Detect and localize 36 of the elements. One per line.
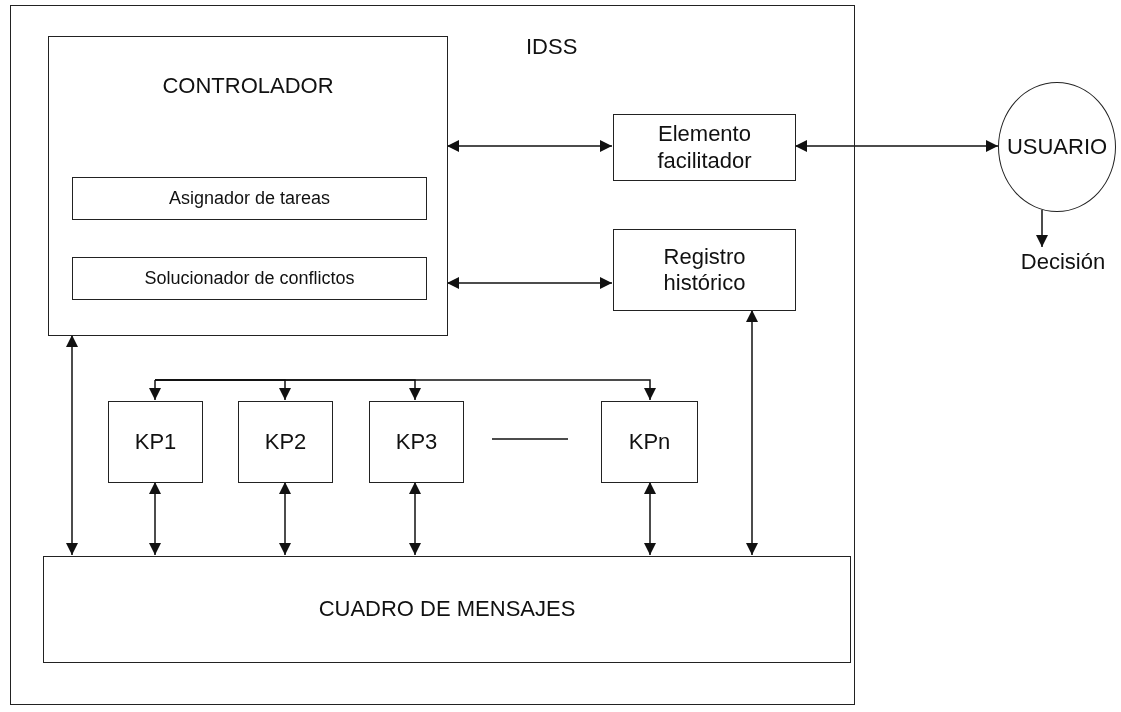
box-label: Registro histórico <box>662 243 747 297</box>
box-label: KP3 <box>395 428 438 456</box>
process-box <box>613 114 796 181</box>
connector-arrow <box>66 334 78 556</box>
system-boundary-box <box>10 5 855 705</box>
box-label: Solucionador de conflictos <box>144 267 355 290</box>
box-label: KP1 <box>134 428 177 456</box>
box-label: KPn <box>628 428 671 456</box>
process-box <box>72 257 427 300</box>
connector-arrow <box>644 481 656 556</box>
box-label: KP2 <box>264 428 307 456</box>
connector-arrow <box>746 309 758 556</box>
process-box <box>108 401 203 483</box>
process-box <box>72 177 427 220</box>
box-label: Elemento facilitador <box>656 121 753 174</box>
box-label: CUADRO DE MENSAJES <box>318 596 576 623</box>
box-label: Decisión <box>1020 248 1106 276</box>
box-label: Asignador de tareas <box>168 187 331 210</box>
connector-arrow <box>154 379 656 401</box>
connector-arrow <box>149 481 161 556</box>
connector-arrow <box>409 481 421 556</box>
connector-arrow <box>1036 209 1048 248</box>
process-box <box>601 401 698 483</box>
process-box <box>43 556 851 663</box>
connector-arrow <box>446 277 613 289</box>
process-box <box>238 401 333 483</box>
process-box <box>369 401 464 483</box>
connector-arrow <box>279 481 291 556</box>
module-box <box>48 36 448 336</box>
box-title: IDSS <box>526 34 578 61</box>
process-box <box>613 229 796 311</box>
connector-arrow <box>446 140 613 152</box>
box-title: CONTROLADOR <box>162 73 334 100</box>
box-label: USUARIO <box>1006 133 1108 161</box>
connector-arrow <box>794 140 999 152</box>
connector-arrow <box>149 379 161 401</box>
